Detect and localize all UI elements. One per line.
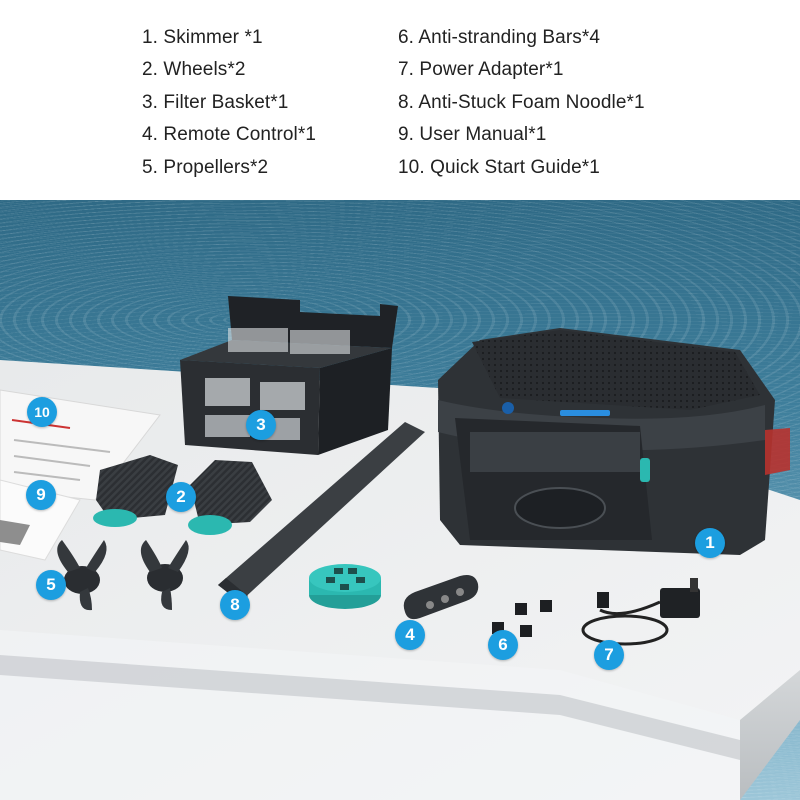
product-illustration [0, 296, 800, 800]
part-item: 2. Wheels*2 [142, 59, 246, 81]
badge-1: 1 [695, 528, 725, 558]
badge-9: 9 [26, 480, 56, 510]
product-photo: 1 2 3 4 5 6 7 8 9 10 [0, 200, 800, 800]
part-item: 4. Remote Control*1 [142, 124, 317, 146]
badge-7: 7 [594, 640, 624, 670]
filter-basket-image [180, 296, 398, 455]
part-item: 7. Power Adapter*1 [398, 59, 564, 81]
badge-10: 10 [27, 397, 57, 427]
part-item: 3. Filter Basket*1 [142, 91, 289, 113]
part-item: 9. User Manual*1 [398, 124, 547, 146]
badge-4: 4 [395, 620, 425, 650]
teal-base-image [309, 564, 381, 609]
badge-3: 3 [246, 410, 276, 440]
badge-8: 8 [220, 590, 250, 620]
badge-2: 2 [166, 482, 196, 512]
part-item: 5. Propellers*2 [142, 156, 269, 178]
power-adapter-image [581, 578, 700, 646]
part-item: 10. Quick Start Guide*1 [398, 156, 600, 178]
skimmer-image [438, 328, 790, 555]
badge-6: 6 [488, 630, 518, 660]
part-item: 6. Anti-stranding Bars*4 [398, 27, 601, 48]
parts-list-left: 1. Skimmer *1 2. Wheels*2 3. Filter Bask… [142, 22, 316, 184]
propellers-image [57, 540, 189, 611]
remote-control-image [403, 575, 479, 620]
part-item: 8. Anti-Stuck Foam Noodle*1 [398, 91, 645, 113]
user-manual-image [0, 479, 81, 561]
part-item: 1. Skimmer *1 [142, 27, 263, 48]
parts-list-right: 6. Anti-stranding Bars*4 7. Power Adapte… [398, 22, 645, 184]
badge-5: 5 [36, 570, 66, 600]
wheels-image [93, 455, 272, 535]
parts-list-header: 1. Skimmer *1 2. Wheels*2 3. Filter Bask… [0, 0, 800, 200]
